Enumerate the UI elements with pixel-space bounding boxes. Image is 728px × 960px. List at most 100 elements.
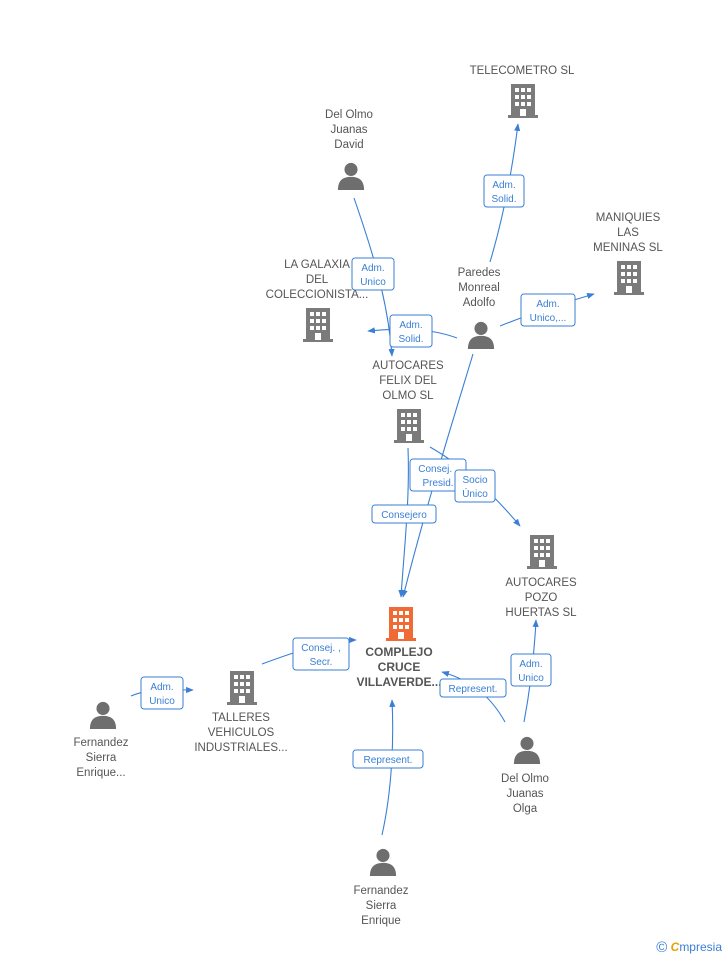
edge-label-box	[352, 749, 424, 769]
edges-layer	[130, 123, 595, 836]
node-label: Juanas	[330, 124, 367, 136]
node-label: Sierra	[86, 752, 117, 764]
edge-label-text: Solid.	[491, 194, 516, 205]
node-label: CRUCE	[378, 660, 421, 674]
edge-label-text: Represent.	[364, 755, 413, 766]
edge-label-text: Adm.	[519, 659, 542, 670]
edge-label[interactable]: Consejero	[371, 504, 437, 524]
building-icon	[614, 261, 644, 295]
edge-label[interactable]: Adm.Unico,...	[520, 293, 576, 327]
edge-label-text: Adm.	[150, 682, 173, 693]
node-label: AUTOCARES	[505, 577, 577, 589]
node-label: COMPLEJO	[365, 645, 432, 659]
building-icon	[227, 671, 257, 705]
node-label: MENINAS SL	[593, 242, 663, 254]
building-icon	[508, 84, 538, 118]
edge-label[interactable]: Adm. Unico	[351, 257, 395, 291]
edge-label[interactable]: Adm. Unico	[510, 653, 552, 687]
node-label: TALLERES	[212, 712, 270, 724]
person-icon	[467, 321, 495, 349]
edge-label-box	[371, 504, 437, 524]
edge-label-text: Solid.	[398, 334, 423, 345]
edge-label-text: Presid.	[422, 478, 453, 489]
node-label: Monreal	[458, 282, 500, 294]
edge-autocares_felix-to-complejo	[398, 447, 409, 598]
node-label: Fernandez	[74, 737, 129, 749]
edge-label[interactable]: Adm. Solid.	[389, 314, 433, 348]
edge-label-text: Adm.	[361, 263, 384, 274]
edge-label-text: Adm.	[536, 299, 559, 310]
edge-label-box	[454, 469, 496, 503]
edge-label[interactable]: Represent.	[439, 678, 507, 698]
edge-label-text: Único	[462, 487, 488, 500]
node-telecometro[interactable]: TELECOMETRO SL	[470, 65, 575, 118]
node-label: OLMO SL	[382, 390, 434, 402]
edge-label-box	[389, 314, 433, 348]
edge-label-box	[140, 676, 184, 710]
node-label: LA GALAXIA	[284, 259, 350, 271]
edge-label-text: Unico	[360, 277, 386, 288]
node-label: DEL	[306, 274, 329, 286]
building-icon	[527, 535, 557, 569]
node-label: VILLAVERDE...	[356, 675, 441, 689]
building-icon	[394, 409, 424, 443]
building-icon	[386, 607, 416, 641]
person-icon	[89, 701, 117, 729]
node-label: Del Olmo	[325, 109, 373, 121]
edge-label[interactable]: Adm. Unico	[140, 676, 184, 710]
brand-initial: C	[670, 940, 680, 954]
node-complejo[interactable]: COMPLEJOCRUCEVILLAVERDE...	[356, 607, 442, 689]
edge-label-box	[351, 257, 395, 291]
edge-label[interactable]: Consej. ,Secr.	[292, 637, 350, 671]
node-label: TELECOMETRO SL	[470, 65, 575, 77]
node-label: Del Olmo	[501, 773, 549, 785]
brand-name: mpresia	[679, 940, 722, 954]
edge-label-text: Unico	[518, 673, 544, 684]
edge-label[interactable]: Consej. ,Presid.	[409, 458, 467, 492]
node-label: Fernandez	[354, 885, 409, 897]
node-label: Juanas	[506, 788, 543, 800]
edge-label[interactable]: Represent.	[352, 749, 424, 769]
edge-label-text: Consejero	[381, 510, 427, 521]
node-talleres[interactable]: TALLERES VEHICULOS INDUSTRIALES...	[194, 671, 288, 754]
edge-label-text: Adm.	[399, 320, 422, 331]
node-label: David	[334, 139, 363, 151]
edge-label-box	[483, 174, 525, 208]
person-icon	[369, 848, 397, 876]
node-label: Sierra	[366, 900, 397, 912]
node-label: Adolfo	[463, 297, 496, 309]
edge-label-text: Adm.	[492, 180, 515, 191]
edge-label-box	[439, 678, 507, 698]
node-label: VEHICULOS	[208, 727, 275, 739]
edge-label-text: Represent.	[449, 684, 498, 695]
node-fernandez-1[interactable]: FernandezSierraEnrique...	[74, 701, 129, 779]
edge-labels-layer: Adm.Solid.Adm.UnicoAdm.Unico,...Adm.Soli…	[140, 174, 576, 769]
edge-label-text: Unico	[149, 696, 175, 707]
node-label: Paredes	[458, 267, 501, 279]
node-label: LAS	[617, 227, 639, 239]
person-icon	[337, 162, 365, 190]
node-label: FELIX DEL	[379, 375, 437, 387]
node-label: MANIQUIES	[596, 212, 661, 224]
edge-label[interactable]: Adm. Solid.	[483, 174, 525, 208]
node-label: Olga	[513, 803, 538, 815]
edge-label-text: Secr.	[310, 657, 333, 668]
node-label: INDUSTRIALES...	[194, 742, 287, 754]
node-la-galaxia[interactable]: LA GALAXIA DEL COLECCIONISTA...	[266, 259, 369, 342]
node-label: HUERTAS SL	[505, 607, 577, 619]
brand-logo: © Cmpresia	[656, 939, 722, 956]
node-label: COLECCIONISTA...	[266, 289, 369, 301]
edge-label-box	[292, 637, 350, 671]
edge-label-box	[510, 653, 552, 687]
node-label: Enrique	[361, 915, 401, 927]
node-maniquies[interactable]: MANIQUIES LAS MENINAS SL	[593, 212, 663, 295]
node-label: Enrique...	[76, 767, 125, 779]
copyright-icon: ©	[656, 939, 668, 956]
